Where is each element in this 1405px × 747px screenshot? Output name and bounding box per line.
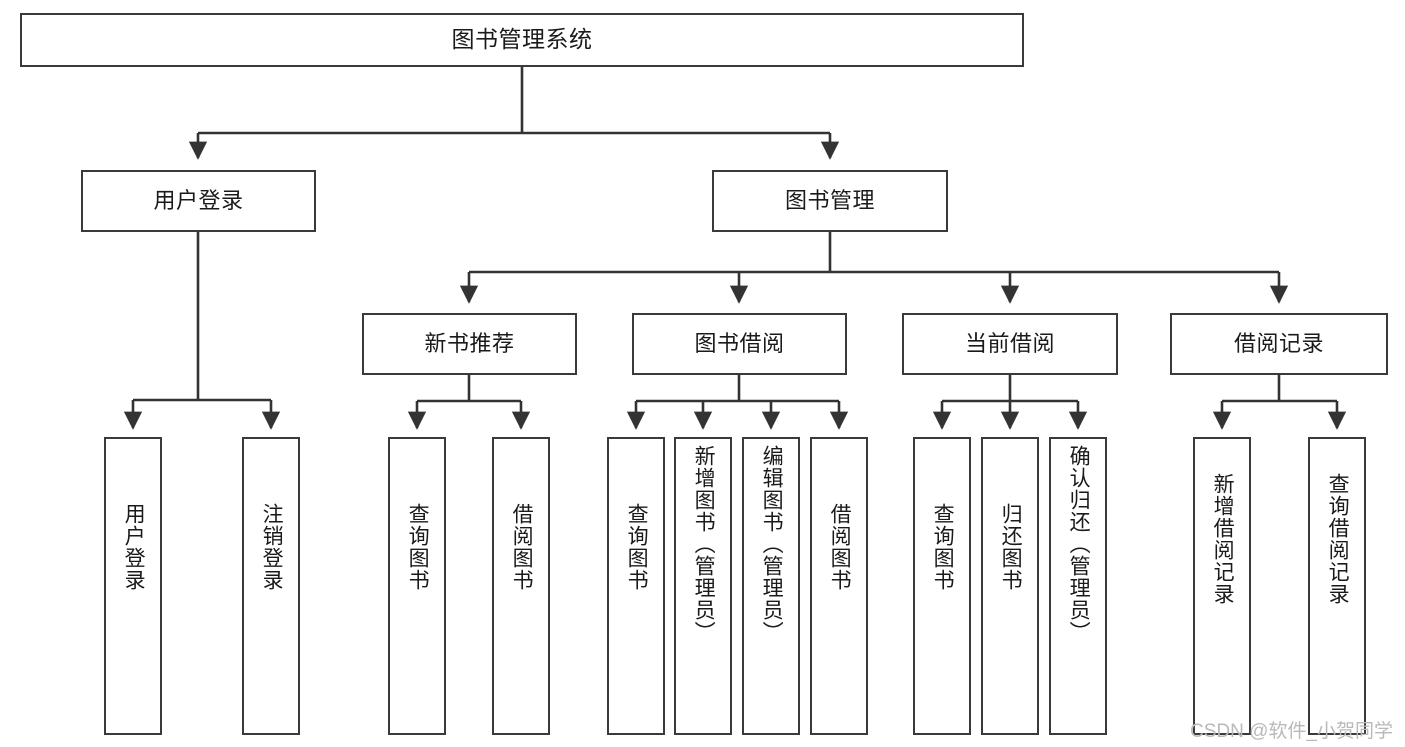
node-label: 当前借阅: [964, 330, 1055, 356]
node-label: 编辑图书（管理员）: [760, 445, 784, 643]
node-root-book-management-system[interactable]: 图书管理系统: [20, 13, 1024, 67]
node-new-book-recommend[interactable]: 新书推荐: [362, 313, 577, 375]
node-label: 确认归还（管理员）: [1067, 445, 1091, 643]
node-label: 用户登录: [153, 187, 244, 213]
node-label: 注销登录: [260, 503, 284, 591]
node-book-borrow[interactable]: 图书借阅: [632, 313, 847, 375]
leaf-query-book-borrow[interactable]: 查询图书: [607, 437, 665, 735]
node-label: 图书管理: [784, 187, 875, 213]
leaf-logout[interactable]: 注销登录: [242, 437, 300, 735]
node-label: 新增借阅记录: [1211, 473, 1235, 605]
node-label: 用户登录: [122, 503, 146, 591]
leaf-add-borrow-record[interactable]: 新增借阅记录: [1193, 437, 1251, 735]
leaf-query-borrow-record[interactable]: 查询借阅记录: [1308, 437, 1366, 735]
node-label: 图书借阅: [694, 330, 785, 356]
leaf-return-book[interactable]: 归还图书: [981, 437, 1039, 735]
leaf-add-book[interactable]: 新增图书（管理员）: [674, 437, 732, 735]
leaf-query-book-recommend[interactable]: 查询图书: [388, 437, 446, 735]
leaf-query-book-current[interactable]: 查询图书: [913, 437, 971, 735]
leaf-borrow-book-recommend[interactable]: 借阅图书: [492, 437, 550, 735]
node-label: 借阅图书: [828, 503, 852, 591]
node-label: 新增图书（管理员）: [692, 445, 716, 643]
leaf-user-login[interactable]: 用户登录: [104, 437, 162, 735]
node-current-borrow[interactable]: 当前借阅: [902, 313, 1118, 375]
watermark-text: CSDN @软件_小贺同学: [1190, 721, 1393, 742]
node-label: 查询图书: [625, 503, 649, 591]
node-label: 查询图书: [406, 503, 430, 591]
node-borrow-record[interactable]: 借阅记录: [1170, 313, 1388, 375]
leaf-confirm-return[interactable]: 确认归还（管理员）: [1049, 437, 1107, 735]
node-label: 新书推荐: [424, 330, 515, 356]
node-label: 查询图书: [931, 503, 955, 591]
leaf-borrow-book[interactable]: 借阅图书: [810, 437, 868, 735]
node-label: 图书管理系统: [451, 26, 593, 53]
node-label: 归还图书: [999, 503, 1023, 591]
node-label: 借阅图书: [510, 503, 534, 591]
leaf-edit-book[interactable]: 编辑图书（管理员）: [742, 437, 800, 735]
node-book-management[interactable]: 图书管理: [712, 170, 948, 232]
node-user-login[interactable]: 用户登录: [81, 170, 316, 232]
node-label: 借阅记录: [1233, 330, 1324, 356]
node-label: 查询借阅记录: [1326, 473, 1350, 605]
